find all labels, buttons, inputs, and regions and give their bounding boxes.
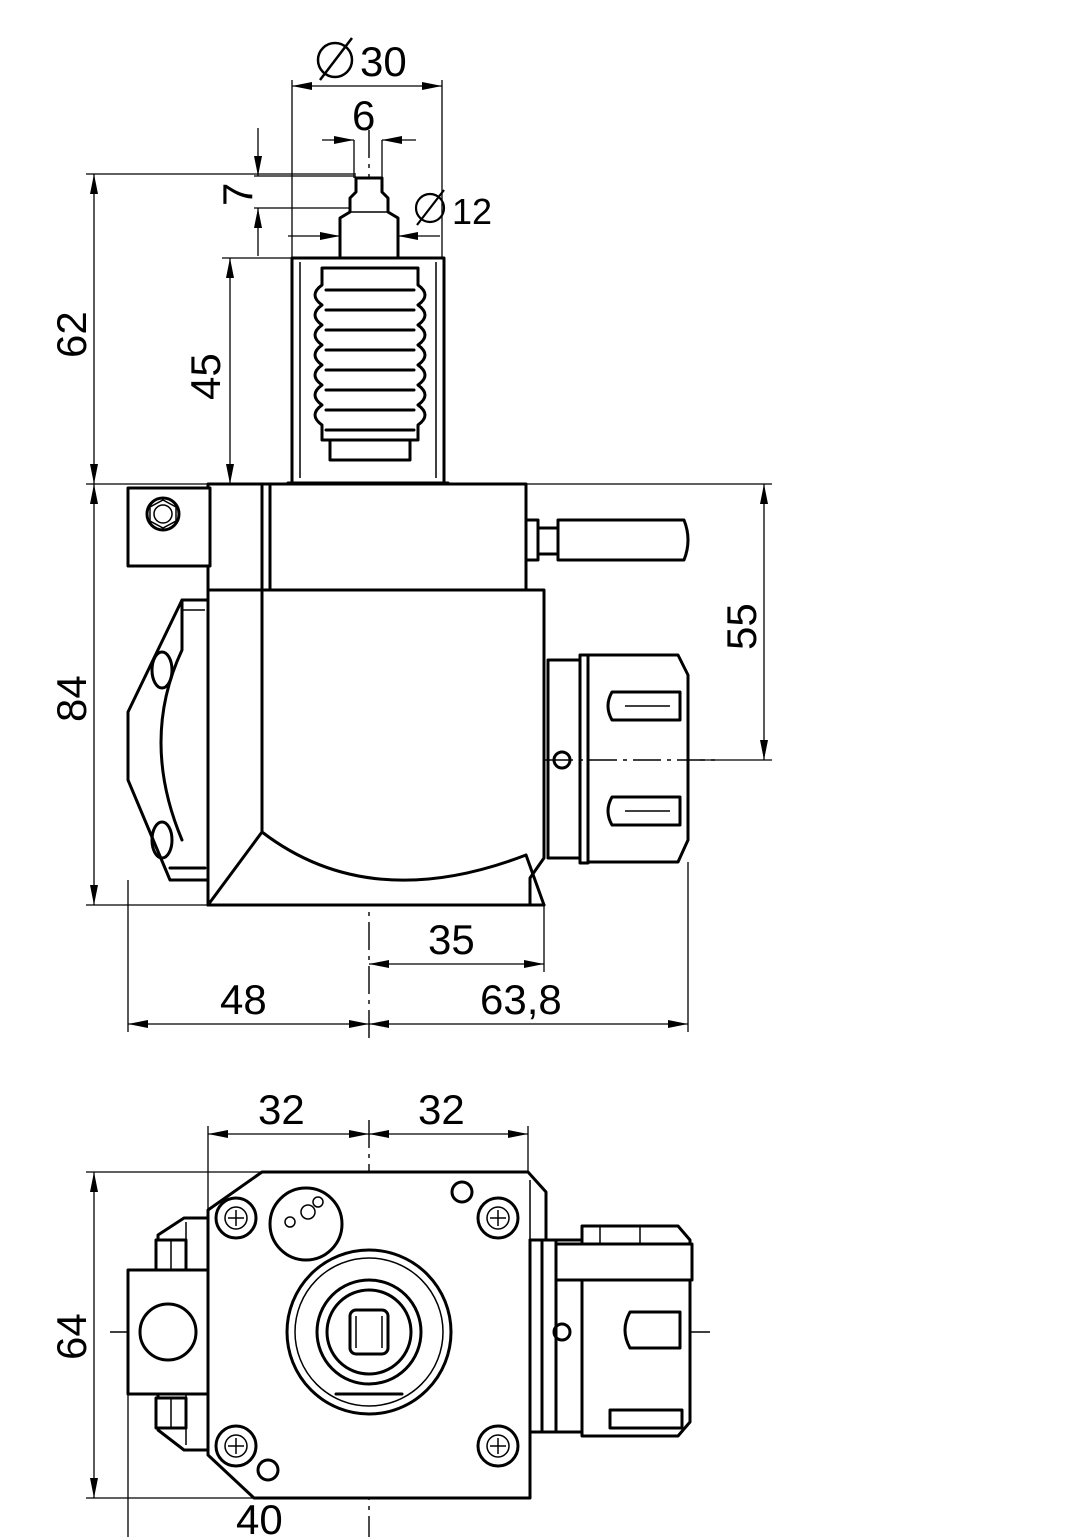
- dim-len-40: 40: [127, 1394, 283, 1537]
- pin-hole: [256, 1458, 280, 1482]
- main-body: [206, 482, 546, 907]
- side-view: 30 6 7 12 62: [48, 37, 772, 1040]
- screw-top-right: [476, 1196, 520, 1240]
- dim-label: 62: [48, 311, 95, 358]
- dim-label: 40: [236, 1496, 283, 1537]
- dim-height-45: 45: [182, 257, 292, 484]
- central-spindle: [285, 1248, 453, 1416]
- dim-label: 35: [428, 916, 475, 963]
- clamp-block: [126, 486, 212, 568]
- screw-top-left: [214, 1196, 258, 1240]
- dim-label: 48: [220, 976, 267, 1023]
- dim-dia-12: 12: [288, 189, 492, 240]
- top-view: 32 32 64 40: [48, 1086, 710, 1537]
- dim-label: 84: [48, 675, 95, 722]
- dim-label: 7: [214, 183, 261, 206]
- dim-len-7: 7: [214, 128, 356, 256]
- screw-bottom-right: [476, 1424, 520, 1468]
- dim-height-84: 84: [48, 483, 208, 906]
- dim-width-32-left: 32: [207, 1086, 369, 1210]
- dim-label: 64: [48, 1313, 95, 1360]
- dim-len-63-8: 63,8: [369, 862, 689, 1032]
- dim-len-48: 48: [127, 880, 369, 1032]
- left-cover: [126, 598, 210, 882]
- dim-height-55: 55: [526, 483, 772, 761]
- dim-dia-30: 30: [291, 37, 443, 258]
- screw-bottom-left: [214, 1424, 258, 1468]
- left-clamp: [126, 1216, 210, 1452]
- dim-label: 32: [418, 1086, 465, 1133]
- dim-height-64: 64: [48, 1171, 262, 1499]
- dim-label: 45: [182, 353, 229, 400]
- handle-rod: [524, 518, 690, 562]
- bellows-seal: [313, 266, 427, 442]
- dim-label: 32: [258, 1086, 305, 1133]
- dim-label: 6: [352, 92, 375, 139]
- dim-height-62: 62: [48, 173, 356, 484]
- coolant-port: [268, 1186, 344, 1262]
- dim-len-35: 35: [369, 905, 545, 972]
- dim-label: 30: [360, 38, 407, 85]
- dim-label: 63,8: [480, 976, 562, 1023]
- tool-holder-right-top-view: [528, 1224, 694, 1438]
- spindle-housing: [286, 256, 450, 485]
- pin-hole: [450, 1180, 474, 1204]
- dim-label: 55: [718, 603, 765, 650]
- tool-holder-right: [546, 653, 690, 865]
- dim-label: 12: [452, 191, 492, 232]
- dim-width-6: 6: [322, 92, 416, 178]
- dim-width-32-right: 32: [369, 1086, 529, 1172]
- drive-shaft: [338, 176, 400, 260]
